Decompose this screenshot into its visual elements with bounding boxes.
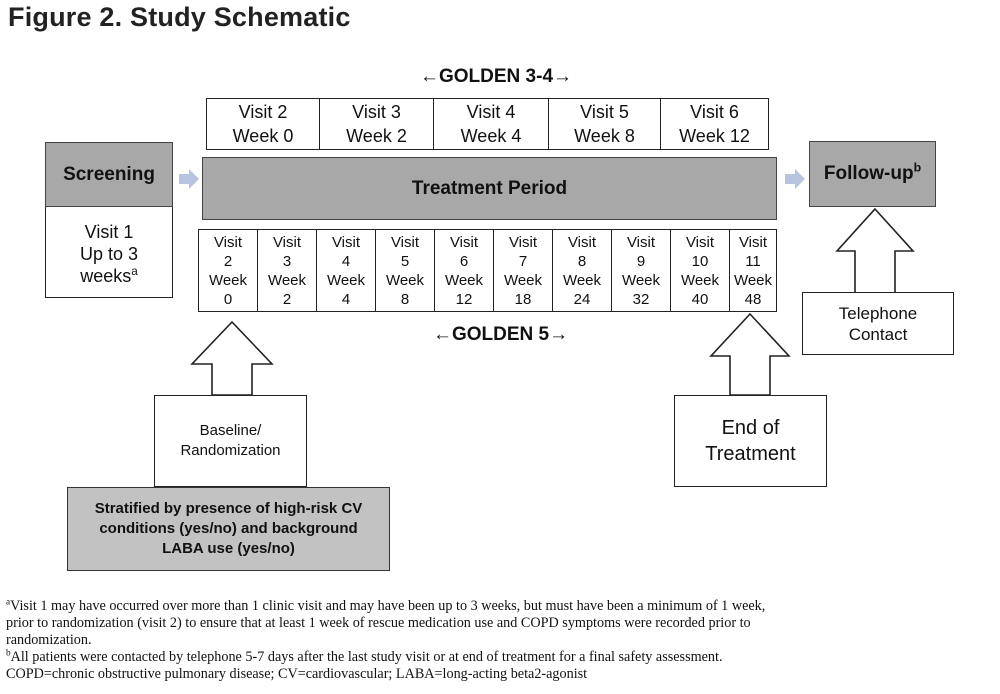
week-label: Week 0 bbox=[232, 126, 294, 146]
stratified-line3: LABA use (yes/no) bbox=[162, 540, 295, 557]
visit-label: Visit 5 bbox=[580, 102, 629, 122]
footnote-a-line2: prior to randomization (visit 2) to ensu… bbox=[6, 615, 751, 631]
visit-label: Visit 3 bbox=[352, 102, 401, 122]
screening-label: Screening bbox=[63, 163, 155, 185]
week-label: Week 2 bbox=[346, 126, 407, 146]
figure-title: Figure 2. Study Schematic bbox=[8, 2, 351, 32]
stratified-line1: Stratified by presence of high-risk CV bbox=[94, 500, 363, 517]
week-label: Week 4 bbox=[460, 126, 522, 146]
golden34-visit-cell: Visit 5 Week 8 bbox=[549, 99, 661, 149]
screening-visit-line2: Up to 3 bbox=[79, 244, 139, 264]
right-arrow-icon: → bbox=[553, 66, 573, 87]
footnote-abbreviations: COPD=chronic obstructive pulmonary disea… bbox=[6, 666, 588, 682]
footnote-a-line1: aVisit 1 may have occurred over more tha… bbox=[6, 596, 766, 614]
footnote-b: bAll patients were contacted by telephon… bbox=[6, 647, 723, 665]
treatment-period-bar: Treatment Period bbox=[202, 157, 777, 220]
golden-5-label: ←GOLDEN 5→ bbox=[433, 324, 568, 346]
screening-visit-line1: Visit 1 bbox=[84, 222, 134, 242]
followup-label: Follow-upb bbox=[823, 160, 922, 184]
visit-label: Visit 6 bbox=[690, 102, 739, 122]
golden-3-4-text: GOLDEN 3-4 bbox=[439, 66, 554, 87]
golden34-visit-cell: Visit 2 Week 0 bbox=[207, 99, 320, 149]
golden-3-4-visits-table: Visit 2 Week 0 Visit 3 Week 2 Visit 4 We… bbox=[206, 98, 769, 150]
footnotes: aVisit 1 may have occurred over more tha… bbox=[6, 596, 996, 683]
visit-label: Visit 2 bbox=[238, 102, 288, 122]
footnote-a-line3: randomization. bbox=[6, 632, 92, 648]
end-of-treatment-line2: Treatment bbox=[705, 443, 796, 465]
baseline-line2: Randomization bbox=[180, 442, 281, 459]
week-label: Week 12 bbox=[679, 126, 750, 146]
left-arrow-icon: ← bbox=[433, 324, 452, 345]
end-of-treatment-line1: End of bbox=[721, 417, 780, 439]
screening-box: Screening bbox=[45, 142, 173, 207]
golden-5-text: GOLDEN 5 bbox=[452, 324, 550, 345]
up-arrow-icon bbox=[835, 207, 915, 295]
up-arrow-icon bbox=[190, 320, 274, 396]
screening-visit-box: Visit 1 Up to 3 weeksa bbox=[45, 207, 173, 298]
golden34-visit-cell: Visit 3 Week 2 bbox=[320, 99, 434, 149]
baseline-line1: Baseline/ bbox=[199, 422, 262, 439]
up-arrow-icon bbox=[709, 312, 791, 396]
telephone-contact-box: Telephone Contact bbox=[802, 292, 954, 355]
screening-visit-line3: weeksa bbox=[80, 265, 138, 286]
arrow-right-icon bbox=[179, 169, 199, 189]
visit-label: Visit 4 bbox=[466, 102, 516, 122]
left-arrow-icon: ← bbox=[420, 66, 439, 87]
baseline-randomization-box: Baseline/ Randomization bbox=[154, 395, 307, 487]
golden-3-4-label: ←GOLDEN 3-4→ bbox=[420, 66, 572, 88]
arrow-right-icon bbox=[785, 169, 805, 189]
week-label: Week 8 bbox=[574, 126, 635, 146]
golden34-visit-cell: Visit 4 Week 4 bbox=[434, 99, 549, 149]
followup-box: Follow-upb bbox=[809, 141, 936, 207]
right-arrow-icon: → bbox=[549, 324, 569, 345]
stratification-box: Stratified by presence of high-risk CV c… bbox=[67, 487, 390, 571]
stratified-line2: conditions (yes/no) and background bbox=[99, 520, 358, 537]
treatment-period-label: Treatment Period bbox=[411, 177, 568, 199]
end-of-treatment-box: End of Treatment bbox=[674, 395, 827, 487]
telephone-contact-line2: Contact bbox=[848, 324, 908, 344]
telephone-contact-line1: Telephone bbox=[838, 303, 918, 323]
golden34-visit-cell: Visit 6 Week 12 bbox=[661, 99, 768, 149]
